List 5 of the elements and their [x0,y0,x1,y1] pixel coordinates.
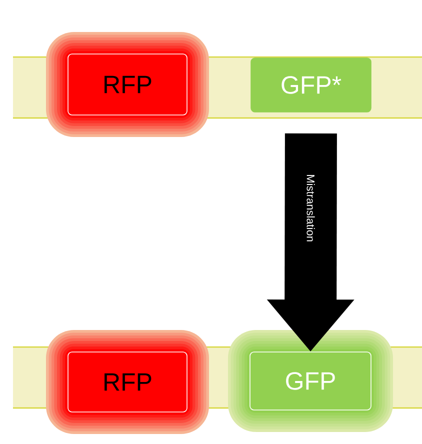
gene-box: GFP* [250,58,372,112]
gene-box: GFP [250,352,372,410]
gene-box: RFP [68,352,188,412]
gene-box: RFP [68,54,188,116]
edge-label: Mistranslation [306,175,315,242]
